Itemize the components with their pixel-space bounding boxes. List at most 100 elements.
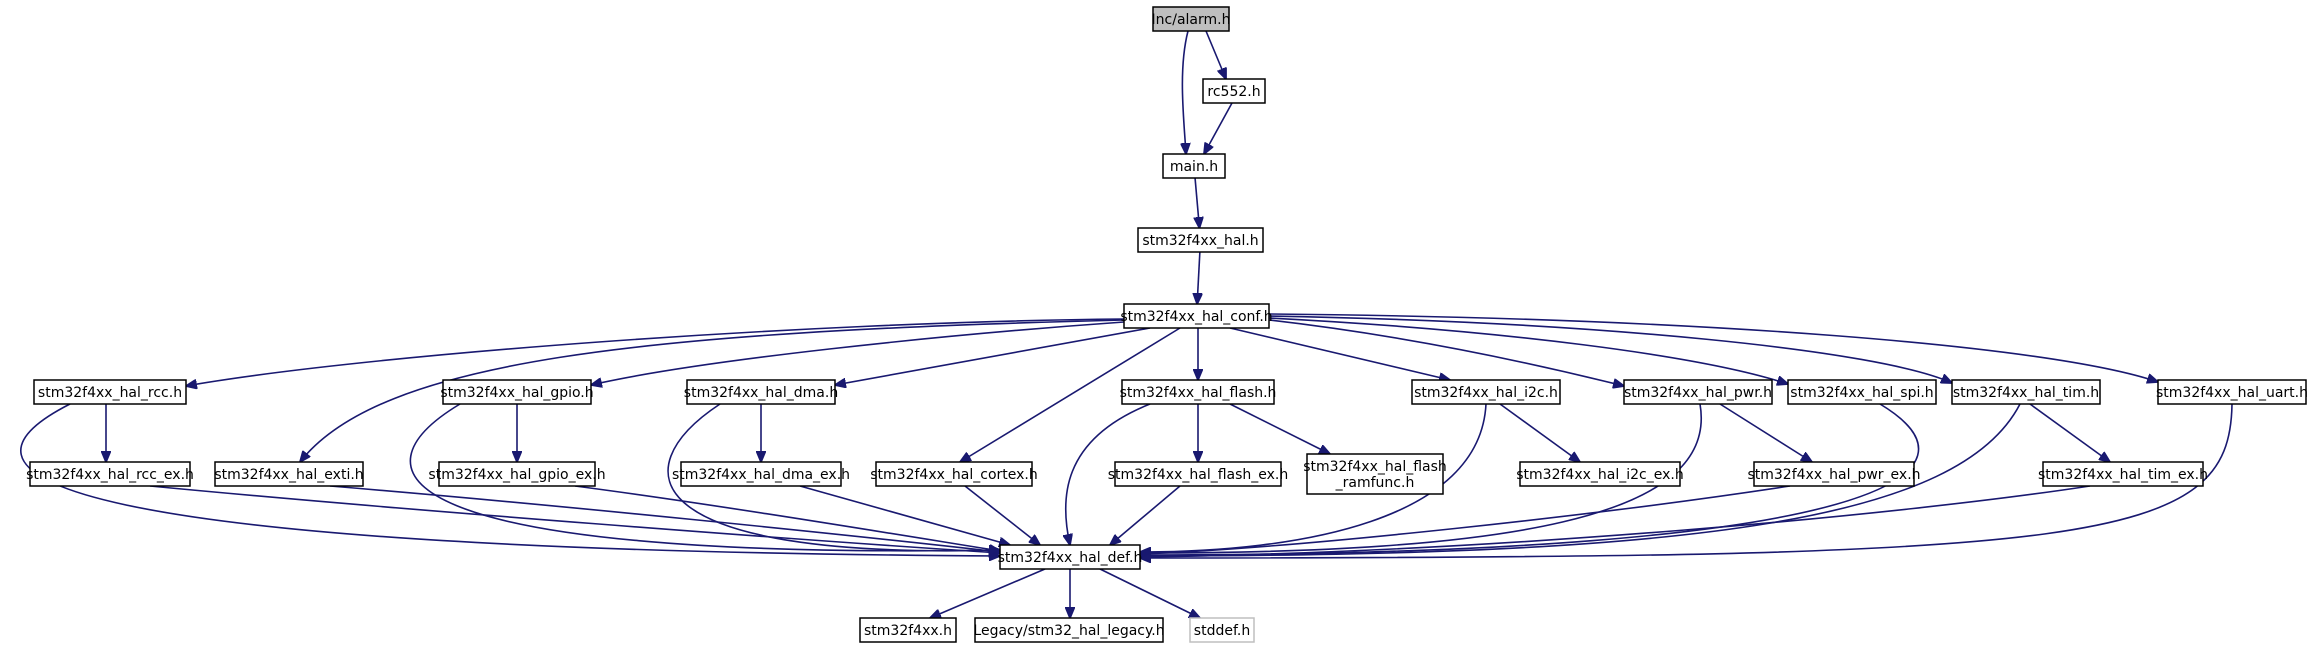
edge-dma-to-def bbox=[667, 403, 1000, 551]
node-pwr-ex[interactable]: stm32f4xx_hal_pwr_ex.h bbox=[1747, 461, 1921, 487]
node-rcc-ex[interactable]: stm32f4xx_hal_rcc_ex.h bbox=[26, 461, 194, 487]
edge-def-to-stm32f4xx bbox=[930, 568, 1046, 618]
edge-pwr-to-pwr_ex bbox=[1719, 403, 1812, 462]
node-label: stm32f4xx_hal_flash.h bbox=[1120, 385, 1277, 401]
node-cortex[interactable]: stm32f4xx_hal_cortex.h bbox=[870, 461, 1038, 487]
node-box[interactable] bbox=[1162, 153, 1226, 179]
node-spi[interactable]: stm32f4xx_hal_spi.h bbox=[1787, 379, 1937, 405]
node-box[interactable] bbox=[1137, 227, 1264, 253]
edge-flash_ex-to-def bbox=[1110, 485, 1181, 545]
edge-rcc_ex-to-def bbox=[149, 485, 1000, 553]
edge-spi-to-def bbox=[1140, 403, 1920, 555]
edge-conf-to-exti bbox=[300, 319, 1125, 462]
node-ramfunc[interactable]: stm32f4xx_hal_flash_ramfunc.h bbox=[1303, 453, 1447, 495]
node-dma-ex[interactable]: stm32f4xx_hal_dma_ex.h bbox=[672, 461, 850, 487]
node-box[interactable] bbox=[1152, 6, 1230, 32]
node-gpio[interactable]: stm32f4xx_hal_gpio.h bbox=[440, 379, 594, 405]
edge-rcc-to-def bbox=[20, 403, 1000, 556]
node-flash[interactable]: stm32f4xx_hal_flash.h bbox=[1120, 379, 1277, 405]
node-tim-ex[interactable]: stm32f4xx_hal_tim_ex.h bbox=[2038, 461, 2208, 487]
node-box[interactable] bbox=[1306, 453, 1444, 495]
node-box[interactable] bbox=[974, 617, 1164, 643]
node-box[interactable] bbox=[1121, 379, 1275, 405]
node-label: stm32f4xx_hal_def.h bbox=[998, 550, 1143, 566]
node-label: stm32f4xx_hal_pwr.h bbox=[1624, 385, 1772, 401]
node-label: main.h bbox=[1170, 159, 1218, 175]
node-box[interactable] bbox=[999, 544, 1141, 570]
node-stddef[interactable]: stddef.h bbox=[1189, 617, 1255, 643]
node-i2c-ex[interactable]: stm32f4xx_hal_i2c_ex.h bbox=[1516, 461, 1684, 487]
node-flash-ex[interactable]: stm32f4xx_hal_flash_ex.h bbox=[1108, 461, 1289, 487]
node-conf[interactable]: stm32f4xx_hal_conf.h bbox=[1120, 303, 1273, 329]
node-box[interactable] bbox=[1753, 461, 1915, 487]
node-gpio-ex[interactable]: stm32f4xx_hal_gpio_ex.h bbox=[428, 461, 606, 487]
node-box[interactable] bbox=[214, 461, 364, 487]
edge-conf-to-pwr bbox=[1268, 319, 1624, 386]
edge-tim-to-tim_ex bbox=[2029, 403, 2110, 462]
node-box[interactable] bbox=[1189, 617, 1255, 643]
node-uart[interactable]: stm32f4xx_hal_uart.h bbox=[2156, 379, 2308, 405]
edge-gpio-to-def bbox=[409, 403, 1000, 551]
edge-hal-to-conf bbox=[1197, 251, 1200, 304]
node-label: stm32f4xx_hal_pwr_ex.h bbox=[1747, 467, 1920, 483]
node-box[interactable] bbox=[686, 379, 836, 405]
node-box[interactable] bbox=[33, 379, 187, 405]
node-label: stm32f4xx_hal_tim_ex.h bbox=[2038, 467, 2208, 483]
node-box[interactable] bbox=[442, 379, 592, 405]
node-box[interactable] bbox=[438, 461, 596, 487]
node-label: stm32f4xx_hal_gpio_ex.h bbox=[428, 467, 605, 483]
node-label: stm32f4xx_hal_rcc.h bbox=[38, 385, 182, 401]
node-legacy[interactable]: Legacy/stm32_hal_legacy.h bbox=[973, 617, 1165, 643]
node-box[interactable] bbox=[1202, 78, 1266, 104]
node-box[interactable] bbox=[2042, 461, 2204, 487]
node-alarm[interactable]: Inc/alarm.h bbox=[1152, 6, 1231, 32]
node-rc552[interactable]: rc552.h bbox=[1202, 78, 1266, 104]
node-label: stm32f4xx.h bbox=[864, 623, 952, 639]
node-main[interactable]: main.h bbox=[1162, 153, 1226, 179]
edge-conf-to-rcc bbox=[186, 318, 1125, 386]
edge-i2c-to-i2c_ex bbox=[1499, 403, 1580, 462]
node-box[interactable] bbox=[680, 461, 842, 487]
node-tim[interactable]: stm32f4xx_hal_tim.h bbox=[1951, 379, 2101, 405]
node-box[interactable] bbox=[1123, 303, 1270, 329]
node-i2c[interactable]: stm32f4xx_hal_i2c.h bbox=[1411, 379, 1561, 405]
node-label: rc552.h bbox=[1207, 84, 1260, 100]
edge-tim_ex-to-def bbox=[1140, 485, 2091, 557]
node-label: stm32f4xx_hal_uart.h bbox=[2156, 385, 2308, 401]
node-exti[interactable]: stm32f4xx_hal_exti.h bbox=[214, 461, 364, 487]
node-label: stm32f4xx_hal_spi.h bbox=[1790, 385, 1933, 401]
node-label: _ramfunc.h bbox=[1335, 475, 1415, 491]
edge-alarm-to-rc552 bbox=[1205, 30, 1226, 79]
edge-conf-to-uart bbox=[1268, 313, 2158, 382]
node-rcc[interactable]: stm32f4xx_hal_rcc.h bbox=[33, 379, 187, 405]
node-def[interactable]: stm32f4xx_hal_def.h bbox=[998, 544, 1143, 570]
edge-main-to-hal bbox=[1195, 177, 1199, 228]
node-label: stm32f4xx_hal_flash bbox=[1303, 459, 1447, 475]
node-label: stm32f4xx_hal_flash_ex.h bbox=[1108, 467, 1289, 483]
node-box[interactable] bbox=[1411, 379, 1561, 405]
node-hal[interactable]: stm32f4xx_hal.h bbox=[1137, 227, 1264, 253]
edge-uart-to-def bbox=[1140, 403, 2233, 558]
node-dma[interactable]: stm32f4xx_hal_dma.h bbox=[684, 379, 838, 405]
edge-conf-to-spi bbox=[1268, 317, 1788, 384]
node-stm32f4xx[interactable]: stm32f4xx.h bbox=[859, 617, 957, 643]
node-box[interactable] bbox=[875, 461, 1033, 487]
node-box[interactable] bbox=[1114, 461, 1282, 487]
node-box[interactable] bbox=[1519, 461, 1681, 487]
edge-conf-to-tim bbox=[1268, 315, 1952, 383]
node-pwr[interactable]: stm32f4xx_hal_pwr.h bbox=[1623, 379, 1773, 405]
node-label: stm32f4xx_hal_cortex.h bbox=[870, 467, 1037, 483]
node-label: stddef.h bbox=[1194, 623, 1250, 639]
node-box[interactable] bbox=[1623, 379, 1773, 405]
node-box[interactable] bbox=[1951, 379, 2101, 405]
edge-flash-to-ramfunc bbox=[1229, 403, 1330, 454]
edge-exti-to-def bbox=[329, 485, 1000, 552]
node-box[interactable] bbox=[859, 617, 957, 643]
node-box[interactable] bbox=[2157, 379, 2307, 405]
node-box[interactable] bbox=[29, 461, 191, 487]
node-label: stm32f4xx_hal_conf.h bbox=[1120, 309, 1272, 325]
node-label: stm32f4xx_hal_gpio.h bbox=[440, 385, 593, 401]
edges-layer bbox=[20, 30, 2233, 618]
node-box[interactable] bbox=[1787, 379, 1937, 405]
